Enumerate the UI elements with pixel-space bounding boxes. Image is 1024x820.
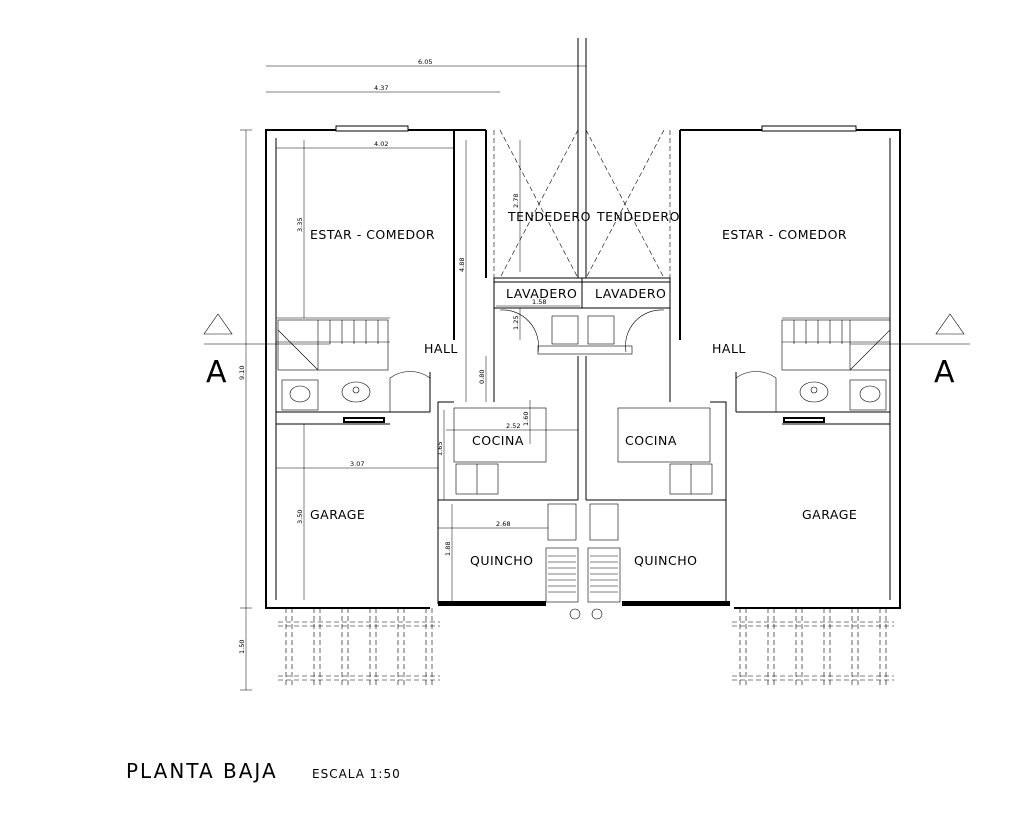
dim-label: 4.37 bbox=[374, 84, 388, 92]
door-icon bbox=[499, 309, 539, 353]
room-label-garage-left: GARAGE bbox=[310, 507, 365, 522]
room-label-lavadero-right: LAVADERO bbox=[595, 286, 666, 301]
section-mark-left: A bbox=[206, 355, 227, 390]
dim-label: 3.50 bbox=[296, 510, 304, 524]
dimension-lines bbox=[240, 65, 586, 691]
dim-label: 1.50 bbox=[238, 640, 246, 654]
dim-label: 1.60 bbox=[522, 412, 530, 426]
room-label-garage-right: GARAGE bbox=[802, 507, 857, 522]
dim-label: 1.88 bbox=[444, 542, 452, 556]
drawing-scale: ESCALA 1:50 bbox=[312, 767, 401, 781]
dim-label: 1.65 bbox=[436, 442, 444, 456]
left-bathroom bbox=[281, 379, 385, 423]
sink-icon bbox=[799, 381, 829, 403]
grill-sink-icon bbox=[547, 503, 577, 541]
room-label-cocina-left: COCINA bbox=[472, 433, 524, 448]
dim-label: 1.25 bbox=[512, 316, 520, 330]
dim-label: 3.07 bbox=[350, 460, 364, 468]
room-label-lavadero-left: LAVADERO bbox=[506, 286, 577, 301]
meter-icon bbox=[591, 608, 603, 620]
door-icon bbox=[389, 371, 431, 412]
grill-icon bbox=[587, 547, 621, 603]
door-icon bbox=[625, 309, 665, 353]
drawing-title: PLANTA BAJA bbox=[126, 759, 278, 783]
room-label-hall-right: HALL bbox=[712, 341, 746, 356]
left-stairs bbox=[277, 319, 389, 371]
grill-icon bbox=[545, 547, 579, 603]
triangle-icon bbox=[203, 313, 233, 335]
room-label-estar-comedor-right: ESTAR - COMEDOR bbox=[722, 227, 847, 242]
right-bathroom bbox=[783, 379, 887, 423]
dim-label: 2.68 bbox=[496, 520, 510, 528]
section-line-right bbox=[850, 313, 970, 345]
room-label-quincho-left: QUINCHO bbox=[470, 553, 534, 568]
window-top-right bbox=[761, 125, 857, 132]
section-line-left bbox=[203, 313, 330, 345]
toilet-icon bbox=[859, 385, 881, 403]
dim-label: 6.05 bbox=[418, 58, 432, 66]
dim-label: 0.80 bbox=[478, 370, 486, 384]
room-label-cocina-right: COCINA bbox=[625, 433, 677, 448]
left-garage-pergola bbox=[278, 608, 440, 688]
door-icon bbox=[735, 371, 777, 412]
right-unit bbox=[679, 125, 901, 688]
section-mark-right: A bbox=[934, 355, 955, 390]
dim-label: 4.88 bbox=[458, 258, 466, 272]
room-label-tendedero-left: TENDEDERO bbox=[507, 209, 591, 224]
toilet-icon bbox=[289, 385, 311, 403]
low-wall bbox=[622, 601, 730, 606]
dim-label: 2.78 bbox=[512, 194, 520, 208]
window-top-left bbox=[335, 125, 409, 132]
right-garage-pergola bbox=[732, 608, 894, 688]
room-label-hall-left: HALL bbox=[424, 341, 458, 356]
triangle-icon bbox=[935, 313, 965, 335]
sink-icon bbox=[341, 381, 371, 403]
room-label-quincho-right: QUINCHO bbox=[634, 553, 698, 568]
low-wall bbox=[438, 601, 546, 606]
grill-sink-icon bbox=[589, 503, 619, 541]
meter-icon bbox=[569, 608, 581, 620]
dim-label: 9.10 bbox=[238, 366, 246, 380]
room-label-estar-comedor-left: ESTAR - COMEDOR bbox=[310, 227, 435, 242]
room-label-tendedero-right: TENDEDERO bbox=[596, 209, 680, 224]
dim-label: 2.52 bbox=[506, 422, 520, 430]
right-stairs bbox=[781, 319, 891, 371]
center-service-area bbox=[437, 38, 730, 620]
dim-label: 3.35 bbox=[296, 218, 304, 232]
dim-label: 1.58 bbox=[532, 298, 546, 306]
left-unit bbox=[265, 125, 487, 688]
laundry-sink-icon bbox=[551, 315, 579, 345]
right-outer-wall bbox=[734, 129, 901, 609]
left-outer-wall bbox=[265, 129, 430, 609]
dim-label: 4.02 bbox=[374, 140, 388, 148]
laundry-sink-icon bbox=[587, 315, 615, 345]
